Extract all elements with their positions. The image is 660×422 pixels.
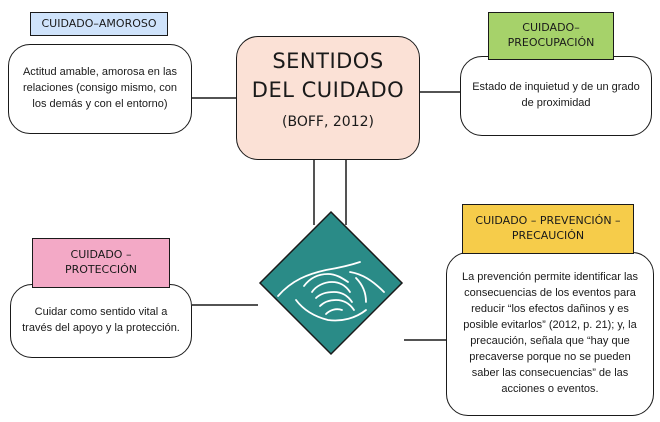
- tag-proteccion-line2: PROTECCIÓN: [64, 263, 138, 276]
- hands-diamond: [256, 208, 406, 358]
- card-amoroso-text: Actitud amable, amorosa en las relacione…: [22, 66, 178, 110]
- tag-cuidado-amoroso: CUIDADO–AMOROSO: [30, 12, 168, 36]
- card-prevencion: La prevención permite identificar las co…: [446, 252, 654, 416]
- card-preocupacion-text: Estado de inquietud y de un grado de pro…: [472, 81, 640, 109]
- tag-prevencion-line1: CUIDADO – PREVENCIÓN –: [475, 214, 621, 228]
- tag-preocupacion-line1: CUIDADO–: [522, 21, 580, 35]
- tag-prevencion-line2: PRECAUCIÓN: [511, 229, 585, 242]
- card-proteccion: Cuidar como sentido vital a través del a…: [10, 284, 192, 358]
- card-proteccion-text: Cuidar como sentido vital a través del a…: [22, 306, 180, 334]
- tag-cuidado-preocupacion: CUIDADO– PREOCUPACIÓN: [488, 12, 614, 60]
- card-preocupacion: Estado de inquietud y de un grado de pro…: [460, 56, 652, 136]
- card-prevencion-text: La prevención permite identificar las co…: [461, 271, 639, 395]
- center-title-line2: DEL CUIDADO: [251, 78, 405, 103]
- card-amoroso: Actitud amable, amorosa en las relacione…: [8, 44, 192, 134]
- tag-cuidado-prevencion: CUIDADO – PREVENCIÓN – PRECAUCIÓN: [462, 204, 634, 254]
- center-citation: (BOFF, 2012): [282, 113, 374, 130]
- holding-hands-icon: [258, 210, 404, 356]
- center-title-line1: SENTIDOS: [272, 49, 384, 73]
- tag-preocupacion-line2: PREOCUPACIÓN: [507, 36, 595, 49]
- center-title-box: SENTIDOS DEL CUIDADO (BOFF, 2012): [236, 36, 420, 160]
- tag-cuidado-proteccion: CUIDADO – PROTECCIÓN: [32, 238, 170, 288]
- tag-amoroso-label: CUIDADO–AMOROSO: [41, 16, 157, 30]
- tag-proteccion-line1: CUIDADO –: [70, 248, 132, 262]
